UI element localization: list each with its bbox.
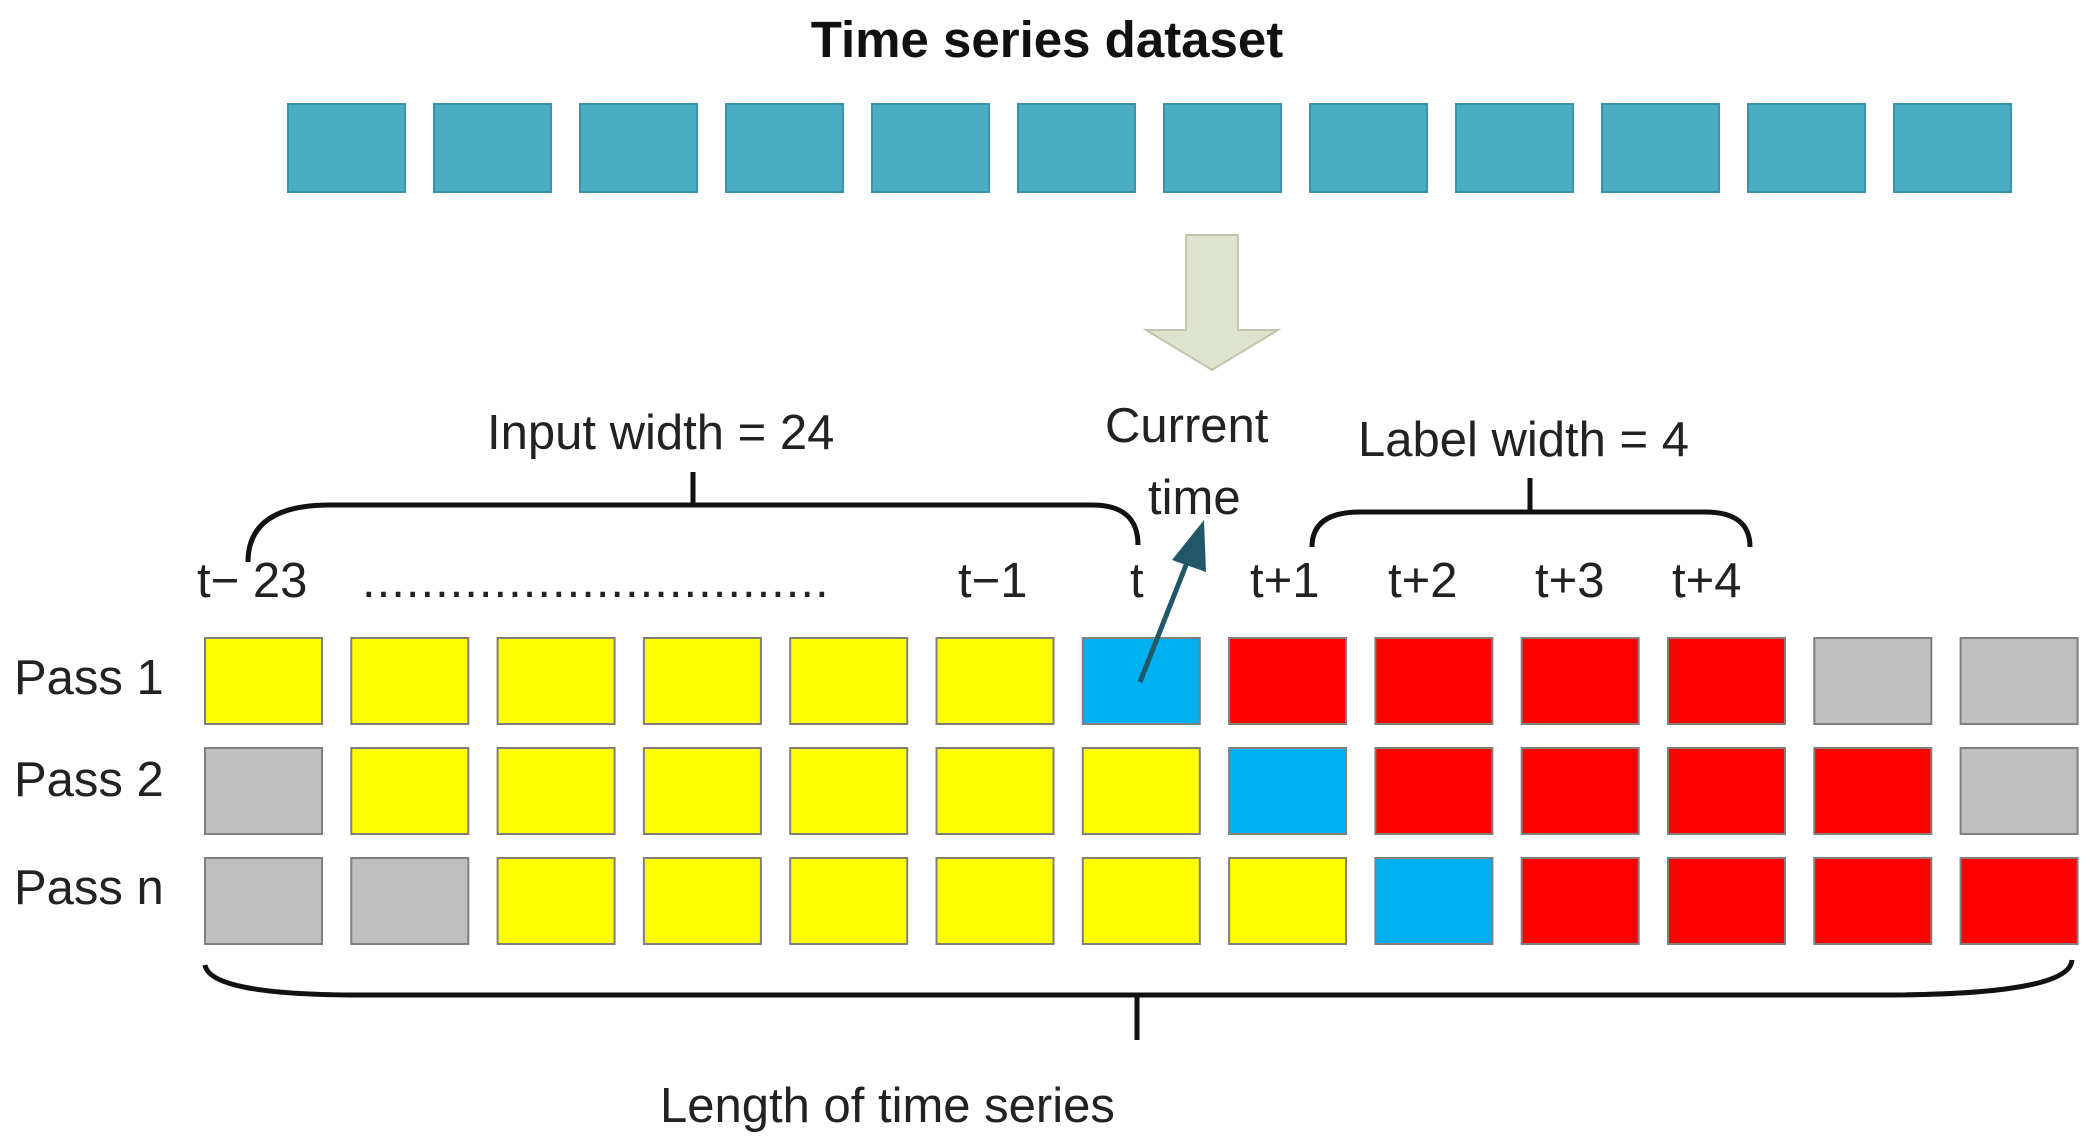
- input-width-brace: [245, 502, 1141, 563]
- time-label-t-minus-23: t− 23: [197, 554, 308, 608]
- dataset-cell: [1455, 103, 1574, 193]
- time-label-t-minus-1: t−1: [958, 554, 1028, 608]
- pass-cell-input: [935, 857, 1055, 945]
- pass-cell-input: [350, 637, 470, 725]
- down-arrow-icon: [1142, 234, 1282, 372]
- pass-cell-current: [1228, 747, 1348, 835]
- current-time-label-line2: time: [1148, 471, 1241, 525]
- pass-cell-label: [1813, 747, 1933, 835]
- pass-cell-label: [1228, 637, 1348, 725]
- pass-cell-unused: [204, 857, 323, 945]
- dataset-cell: [725, 103, 844, 193]
- length-label: Length of time series: [660, 1079, 1115, 1133]
- pointer-arrowhead-icon: [1172, 520, 1206, 572]
- pass-cell-unused: [350, 857, 470, 945]
- label-width-brace: [1309, 509, 1753, 548]
- dataset-cell: [1601, 103, 1720, 193]
- time-label-dots: ................................: [362, 554, 830, 608]
- current-time-pointer: [1137, 559, 1191, 683]
- dataset-cell: [1309, 103, 1428, 193]
- pass-label-n: Pass n: [14, 861, 164, 915]
- dataset-row: [287, 103, 2012, 193]
- pass-cell-input: [496, 747, 616, 835]
- dataset-cell: [433, 103, 552, 193]
- input-width-label: Input width = 24: [487, 406, 835, 460]
- pass-cell-input: [496, 857, 616, 945]
- pass-cell-label: [1667, 637, 1786, 725]
- pass-cell-unused: [1813, 637, 1933, 725]
- pass-cell-input: [642, 637, 762, 725]
- pass-cell-input: [935, 637, 1055, 725]
- pass-grid: [204, 637, 2079, 945]
- pass-cell-input: [935, 747, 1055, 835]
- dataset-cell: [287, 103, 406, 193]
- time-label-t-plus-2: t+2: [1388, 554, 1458, 608]
- time-label-t-plus-1: t+1: [1250, 554, 1320, 608]
- pass-cell-input: [1081, 857, 1201, 945]
- time-label-t-plus-4: t+4: [1672, 554, 1742, 608]
- label-width-label: Label width = 4: [1358, 413, 1689, 467]
- pass-cell-input: [204, 637, 323, 725]
- dataset-cell: [1893, 103, 2012, 193]
- pass-cell-label: [1374, 637, 1494, 725]
- pass-label-1: Pass 1: [14, 651, 164, 705]
- time-label-t: t: [1130, 554, 1144, 608]
- pass-cell-label: [1374, 747, 1494, 835]
- time-label-t-plus-3: t+3: [1535, 554, 1605, 608]
- dataset-cell: [1017, 103, 1136, 193]
- pass-cell-unused: [1959, 747, 2079, 835]
- length-brace: [202, 959, 2075, 998]
- pass-cell-label: [1667, 747, 1786, 835]
- pass-cell-input: [642, 857, 762, 945]
- dataset-cell: [1747, 103, 1866, 193]
- pass-cell-label: [1667, 857, 1786, 945]
- pass-label-2: Pass 2: [14, 753, 164, 807]
- pass-cell-input: [350, 747, 470, 835]
- pass-cell-input: [1228, 857, 1348, 945]
- dataset-cell: [579, 103, 698, 193]
- pass-cell-input: [1081, 747, 1201, 835]
- pass-cell-unused: [204, 747, 323, 835]
- pass-cell-unused: [1959, 637, 2079, 725]
- pass-cell-input: [496, 637, 616, 725]
- pass-cell-input: [789, 747, 909, 835]
- pass-cell-label: [1959, 857, 2079, 945]
- pass-cell-label: [1520, 857, 1640, 945]
- current-time-label-line1: Current: [1105, 399, 1269, 453]
- pass-cell-label: [1520, 747, 1640, 835]
- dataset-cell: [1163, 103, 1282, 193]
- pass-cell-input: [789, 637, 909, 725]
- pass-cell-label: [1813, 857, 1933, 945]
- pass-cell-label: [1520, 637, 1640, 725]
- pass-cell-current: [1374, 857, 1494, 945]
- dataset-cell: [871, 103, 990, 193]
- diagram-title: Time series dataset: [810, 11, 1284, 68]
- pass-cell-input: [642, 747, 762, 835]
- pass-cell-input: [789, 857, 909, 945]
